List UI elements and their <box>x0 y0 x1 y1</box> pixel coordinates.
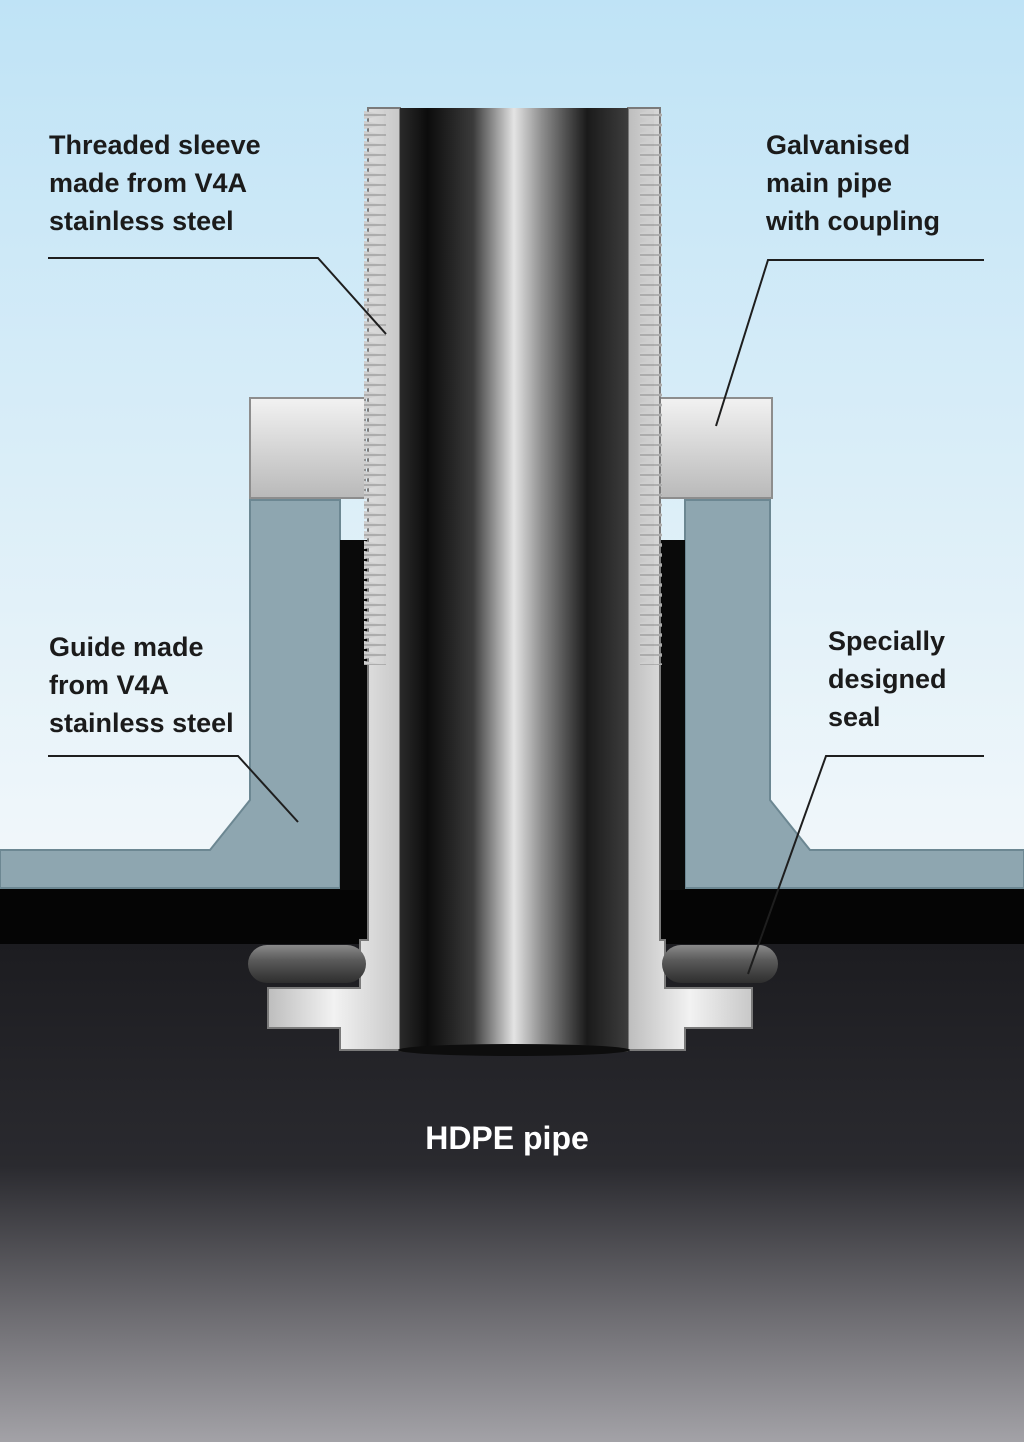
seal-left <box>248 945 366 983</box>
label-galvanised-pipe-line-1: Galvanised <box>766 130 911 160</box>
leader-galvanised-pipe <box>715 259 984 427</box>
label-guide-line-2: from V4A <box>49 670 170 700</box>
label-galvanised-pipe-line-2: main pipe <box>766 168 893 198</box>
label-threaded-sleeve-line-2: made from V4A <box>49 168 248 198</box>
guide-saddle-left <box>0 499 341 889</box>
leader-guide <box>48 755 299 823</box>
coupling-left <box>249 397 366 499</box>
coupling-right <box>659 397 773 499</box>
label-seal: Specially designed seal <box>828 622 947 736</box>
label-threaded-sleeve-line-3: stainless steel <box>49 206 234 236</box>
label-threaded-sleeve: Threaded sleeve made from V4A stainless … <box>49 126 261 240</box>
seal-right <box>662 945 778 983</box>
main-pipe-bottom <box>398 1044 630 1056</box>
label-hdpe-pipe: HDPE pipe <box>425 1120 589 1156</box>
thread-teeth-left <box>364 110 386 665</box>
label-seal-line-2: designed <box>828 664 947 694</box>
label-guide-line-1: Guide made <box>49 632 204 662</box>
leader-seal <box>747 755 984 975</box>
label-galvanised-pipe: Galvanised main pipe with coupling <box>766 126 940 240</box>
thread-teeth-right <box>640 110 662 665</box>
label-seal-line-3: seal <box>828 702 881 732</box>
label-galvanised-pipe-line-3: with coupling <box>766 206 940 236</box>
label-guide-line-3: stainless steel <box>49 708 234 738</box>
label-guide: Guide made from V4A stainless steel <box>49 628 234 742</box>
guide-saddle-right <box>684 499 1024 889</box>
main-pipe <box>400 108 628 1052</box>
label-threaded-sleeve-line-1: Threaded sleeve <box>49 130 261 160</box>
leader-threaded-sleeve <box>48 257 387 335</box>
label-seal-line-1: Specially <box>828 626 946 656</box>
